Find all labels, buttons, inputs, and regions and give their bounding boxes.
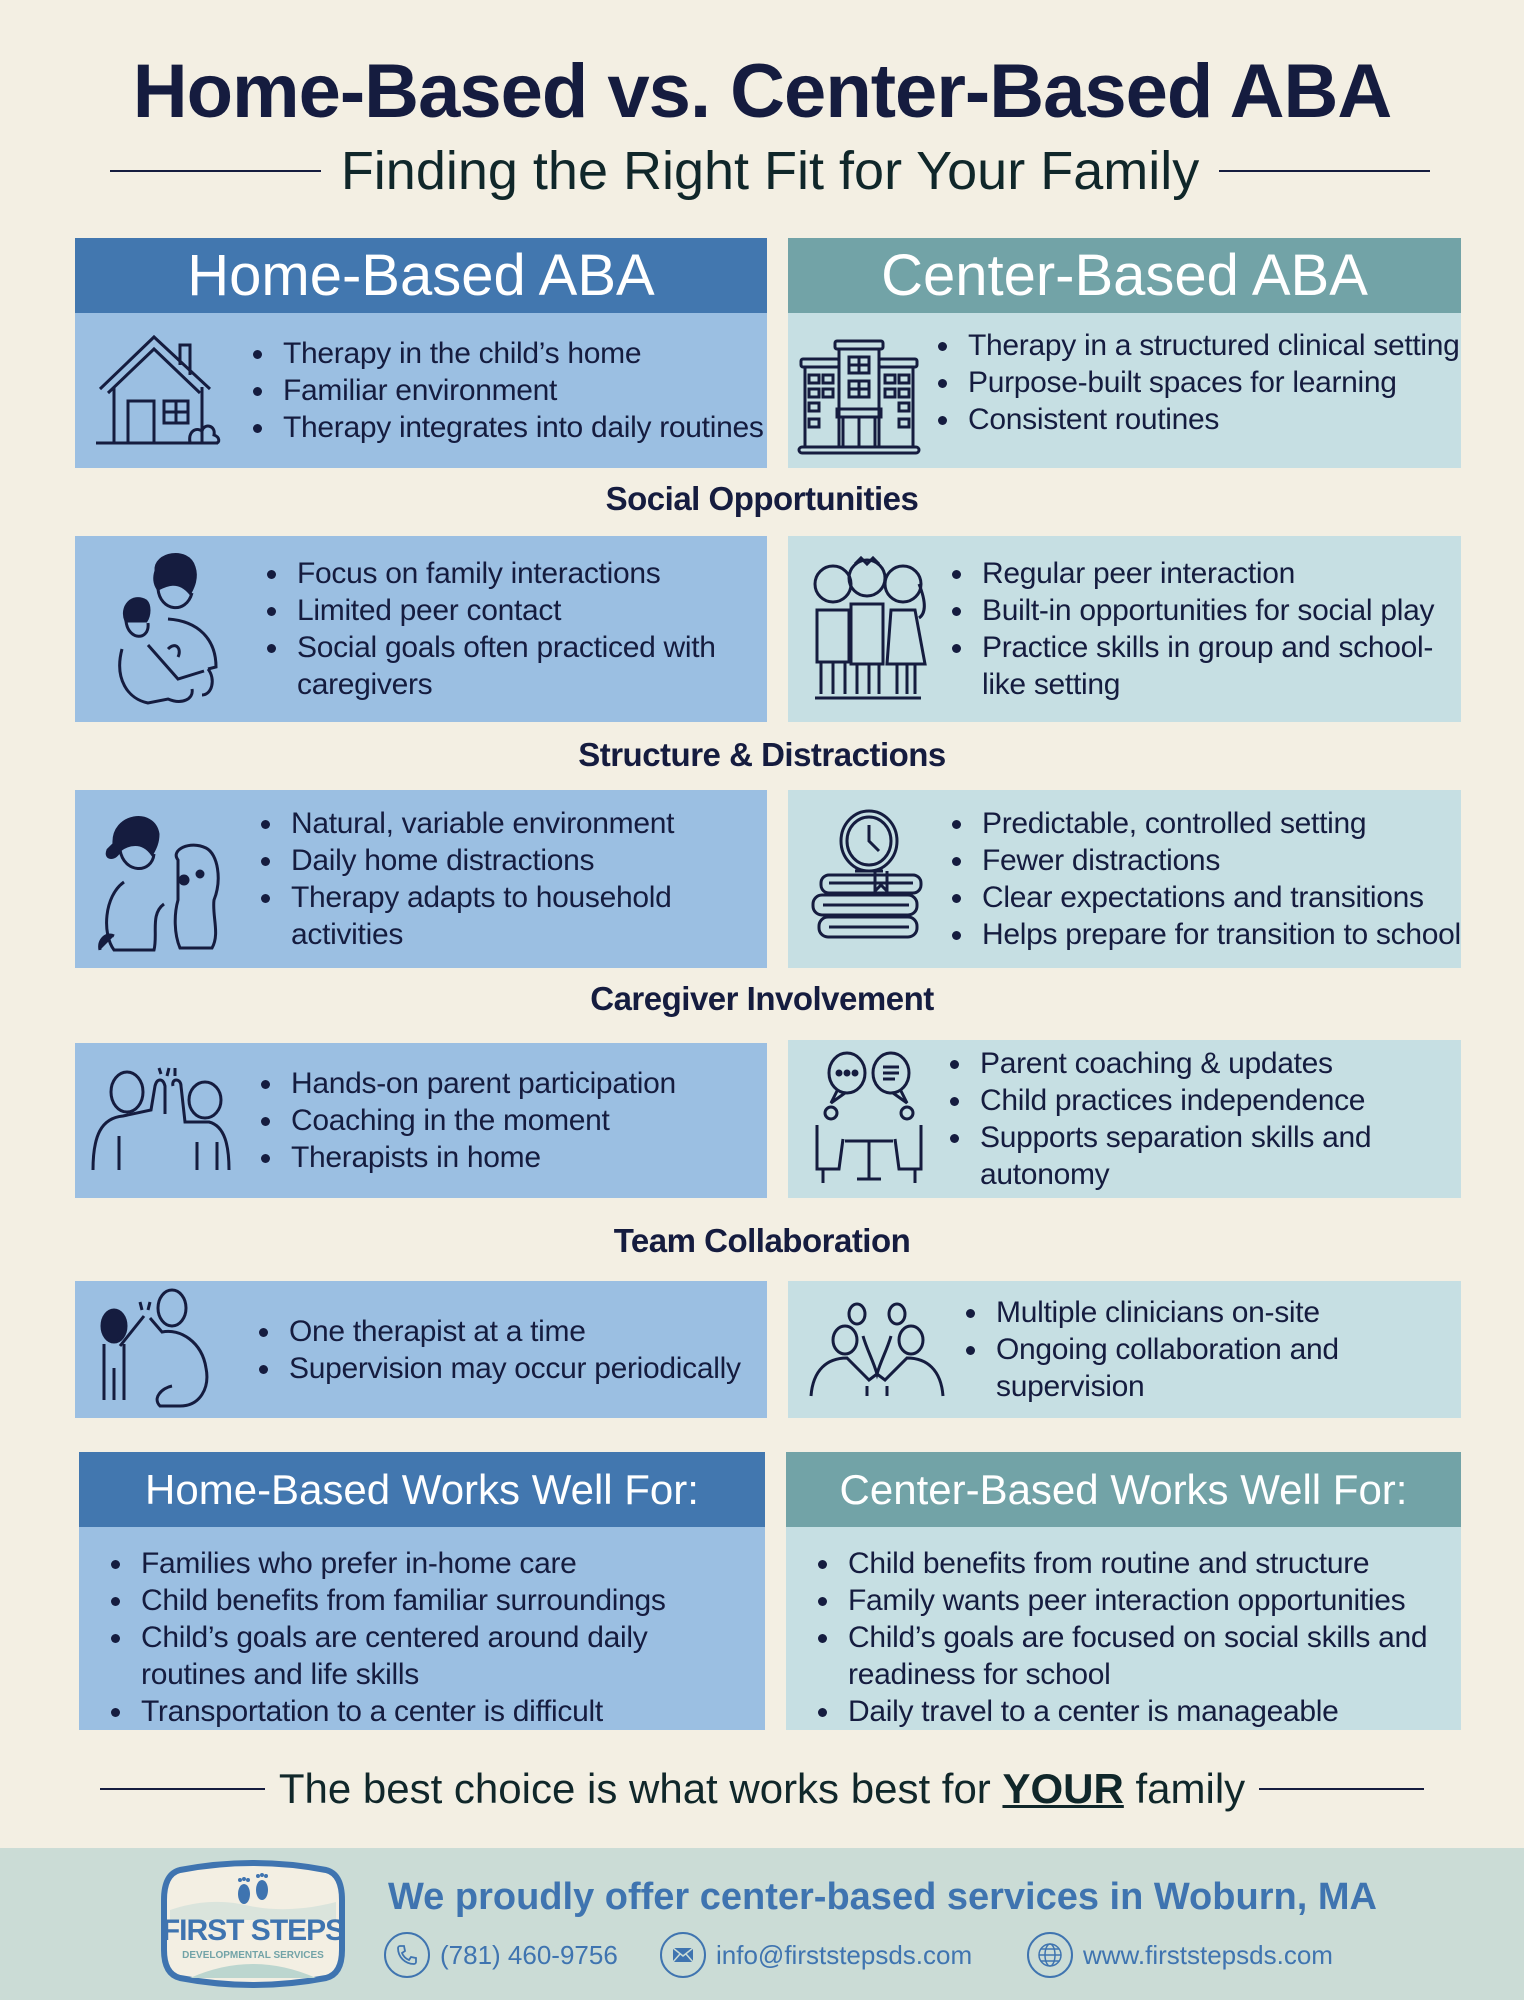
list-item: Child practices independence — [974, 1082, 1461, 1119]
divider-line — [1259, 1788, 1425, 1790]
home-caregiver-card: Hands-on parent participation Coaching i… — [75, 1043, 767, 1198]
subtitle-row: Finding the Right Fit for Your Family — [110, 140, 1431, 202]
list-item: Family wants peer interaction opportunit… — [842, 1582, 1441, 1619]
home-works-well-card: Families who prefer in-home care Child b… — [79, 1527, 765, 1730]
list-item: Supports separation skills and autonomy — [974, 1119, 1461, 1193]
list-item: Families who prefer in-home care — [135, 1545, 745, 1582]
tagline-emphasis: YOUR — [1002, 1765, 1124, 1812]
phone-number[interactable]: (781) 460-9756 — [440, 1939, 618, 1970]
list-item: Predictable, controlled setting — [976, 805, 1461, 842]
tagline-text: family — [1123, 1765, 1246, 1812]
home-team-card: One therapist at a time Supervision may … — [75, 1281, 767, 1418]
divider-line — [110, 170, 321, 172]
phone-contact[interactable]: (781) 460-9756 — [384, 1932, 618, 1978]
envelope-icon — [660, 1932, 706, 1978]
center-overview-card: Therapy in a structured clinical setting… — [788, 313, 1461, 468]
list-item: Focus on family interactions — [291, 555, 767, 592]
center-works-well-card: Child benefits from routine and structur… — [786, 1527, 1461, 1730]
tagline-text: The best choice is what works best for — [278, 1765, 1003, 1812]
list-item: Child’s goals are centered around daily … — [135, 1619, 745, 1693]
home-works-well-header: Home-Based Works Well For: — [79, 1452, 765, 1527]
conversation-at-table-icon — [804, 1049, 934, 1189]
tagline: The best choice is what works best for Y… — [279, 1765, 1245, 1813]
home-overview-card: Therapy in the child’s home Familiar env… — [75, 313, 767, 468]
list-item: Therapists in home — [285, 1139, 676, 1176]
email-address[interactable]: info@firststepsds.com — [716, 1939, 973, 1970]
section-heading-structure: Structure & Distractions — [578, 736, 946, 773]
promo-text: We proudly offer center-based services i… — [388, 1876, 1377, 1918]
list-item: Therapy in the child’s home — [277, 335, 764, 372]
list-item: Coaching in the moment — [285, 1102, 676, 1139]
clinicians-collaborating-icon — [802, 1300, 952, 1400]
list-item: Purpose-built spaces for learning — [962, 364, 1460, 401]
footprints-icon — [238, 1873, 268, 1904]
list-item: Child benefits from familiar surrounding… — [135, 1582, 745, 1619]
list-item: Practice skills in group and school-like… — [976, 629, 1461, 703]
center-works-well-header: Center-Based Works Well For: — [786, 1452, 1461, 1527]
section-heading-team: Team Collaboration — [613, 1222, 911, 1259]
center-team-card: Multiple clinicians on-site Ongoing coll… — [788, 1281, 1461, 1418]
list-item: Transportation to a center is difficult — [135, 1693, 745, 1730]
list-item: Ongoing collaboration and supervision — [990, 1331, 1461, 1405]
section-heading-social: Social Opportunities — [605, 480, 919, 517]
list-item: Parent coaching & updates — [974, 1045, 1461, 1082]
center-based-header: Center-Based ABA — [788, 238, 1461, 313]
first-steps-logo: FIRST STEPS DEVELOPMENTAL SERVICES — [160, 1860, 346, 1988]
list-item: Social goals often practiced with caregi… — [291, 629, 767, 703]
list-item: Familiar environment — [277, 372, 764, 409]
list-item: Child benefits from routine and structur… — [842, 1545, 1441, 1582]
building-icon — [794, 337, 924, 455]
list-item: Therapy adapts to household activities — [285, 879, 767, 953]
email-contact[interactable]: info@firststepsds.com — [660, 1932, 972, 1978]
logo-subtitle: DEVELOPMENTAL SERVICES — [182, 1950, 324, 1961]
center-structure-card: Predictable, controlled setting Fewer di… — [788, 790, 1461, 968]
high-five-icon — [89, 1066, 239, 1176]
list-item: Regular peer interaction — [976, 555, 1461, 592]
section-heading-caregiver: Caregiver Involvement — [590, 980, 934, 1017]
child-therapist-high-five-icon — [85, 1288, 235, 1412]
globe-icon — [1027, 1932, 1073, 1978]
home-based-header: Home-Based ABA — [75, 238, 767, 313]
list-item: Supervision may occur periodically — [283, 1350, 741, 1387]
website-url[interactable]: www.firststepsds.com — [1083, 1939, 1333, 1970]
clock-on-books-icon — [804, 809, 934, 949]
list-item: Built-in opportunities for social play — [976, 592, 1461, 629]
list-item: Consistent routines — [962, 401, 1460, 438]
parent-hugging-child-icon — [93, 549, 243, 709]
list-item: Clear expectations and transitions — [976, 879, 1461, 916]
website-contact[interactable]: www.firststepsds.com — [1027, 1932, 1333, 1978]
list-item: Therapy integrates into daily routines — [277, 409, 764, 446]
list-item: Child’s goals are focused on social skil… — [842, 1619, 1441, 1693]
page-title: Home-Based vs. Center-Based ABA — [132, 49, 1393, 134]
tagline-row: The best choice is what works best for Y… — [100, 1765, 1425, 1813]
list-item: Daily travel to a center is manageable — [842, 1693, 1441, 1730]
phone-icon — [384, 1932, 430, 1978]
list-item: Hands-on parent participation — [285, 1065, 676, 1102]
logo-name: FIRST STEPS — [161, 1914, 345, 1947]
house-icon — [87, 331, 227, 451]
list-item: One therapist at a time — [283, 1313, 741, 1350]
list-item: Fewer distractions — [976, 842, 1461, 879]
list-item: Multiple clinicians on-site — [990, 1294, 1461, 1331]
home-social-card: Focus on family interactions Limited pee… — [75, 536, 767, 722]
home-structure-card: Natural, variable environment Daily home… — [75, 790, 767, 968]
group-of-children-icon — [798, 554, 938, 704]
center-social-card: Regular peer interaction Built-in opport… — [788, 536, 1461, 722]
list-item: Limited peer contact — [291, 592, 767, 629]
list-item: Therapy in a structured clinical setting — [962, 327, 1460, 364]
divider-line — [100, 1788, 265, 1790]
page-subtitle: Finding the Right Fit for Your Family — [340, 141, 1200, 201]
child-hugging-dog-icon — [89, 804, 239, 954]
list-item: Natural, variable environment — [285, 805, 767, 842]
divider-line — [1219, 170, 1431, 172]
center-caregiver-card: Parent coaching & updates Child practice… — [788, 1040, 1461, 1198]
list-item: Daily home distractions — [285, 842, 767, 879]
list-item: Helps prepare for transition to school — [976, 916, 1461, 953]
